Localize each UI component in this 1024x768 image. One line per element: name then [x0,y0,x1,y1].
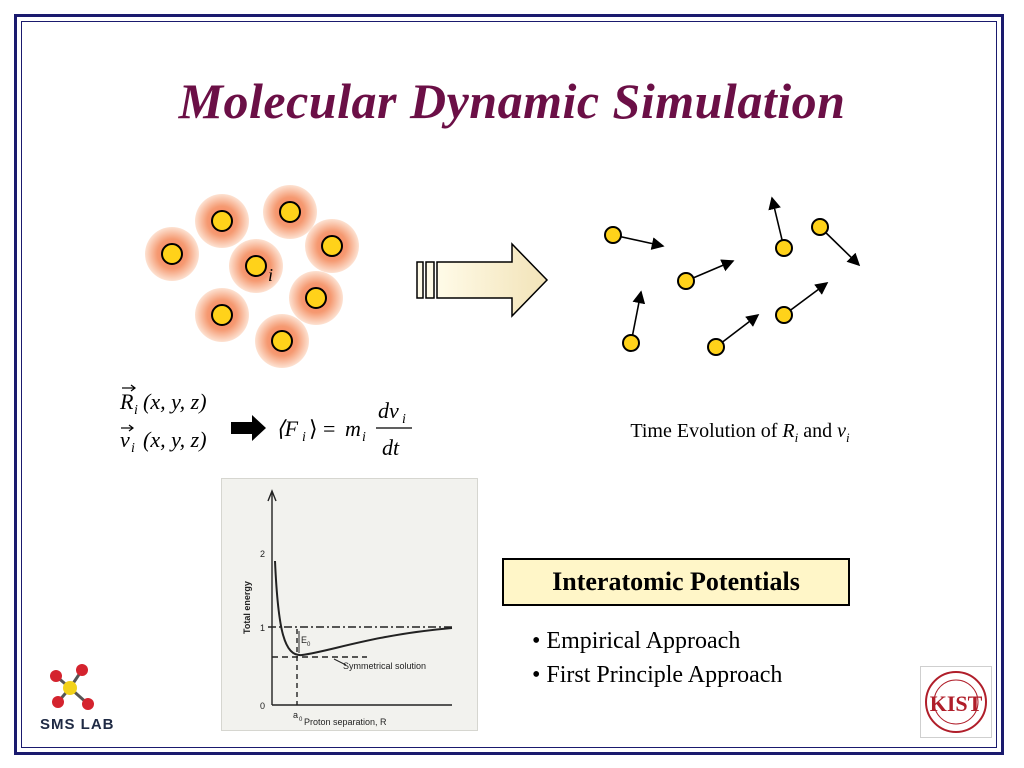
svg-text:0: 0 [307,642,311,648]
atom-7 [255,314,309,368]
atom-5 [195,288,249,342]
eq-force-sub: i [302,430,306,445]
sms-lab-label: SMS LAB [40,716,115,733]
eq-force: ⟨F [276,416,299,441]
svg-text:a: a [293,710,298,720]
atom-3 [145,227,199,281]
atom-6 [289,271,343,325]
eq-force-close: ⟩ [309,416,318,441]
eq-r-sub: i [134,403,138,418]
kist-logo: KIST [920,666,992,738]
svg-text:0: 0 [299,717,303,723]
svg-text:Total energy: Total energy [242,581,252,634]
svg-text:1: 1 [260,623,265,633]
svg-text:Symmetrical solution: Symmetrical solution [343,661,426,671]
kist-seal-icon: KIST [925,671,987,733]
sms-lab-logo-icon [50,664,94,710]
eq-denominator: dt [382,435,400,460]
atom-cluster [145,185,359,368]
time-evolution-caption: Time Evolution of Ri and vi [630,420,850,445]
atom-2 [263,185,317,239]
svg-text:2: 2 [260,549,265,559]
eq-r-symbol: R [119,389,134,414]
bullet-first-principle: • First Principle Approach [532,662,783,688]
moving-atom-cores [604,218,829,356]
svg-text:Proton separation, R: Proton separation, R [304,717,387,727]
potential-energy-graph: 2 1 0 Total energy Proton separation, R … [221,478,478,731]
bullet-empirical: • Empirical Approach [532,628,741,654]
svg-text:KIST: KIST [930,691,983,716]
atom-1 [195,194,249,248]
atom-i [229,239,283,293]
atom-i-label: i [268,265,273,285]
eq-equals: = [323,416,335,441]
svg-text:E: E [301,635,307,645]
interatomic-potentials-box: Interatomic Potentials [502,558,850,606]
eq-r-args: (x, y, z) [143,389,207,414]
slide-frame-inner [21,21,997,748]
svg-text:0: 0 [260,701,265,711]
atom-4 [305,219,359,273]
transition-arrow [416,242,549,318]
equations: R i (x, y, z) v i (x, y, z) ⟨F i ⟩ = m i… [119,384,412,460]
eq-mass-sub: i [362,430,366,445]
implies-arrow [231,415,266,441]
eq-v-symbol: v [120,427,130,452]
eq-v-sub: i [131,441,135,456]
eq-mass: m [345,416,361,441]
slide-frame-outer [14,14,1004,755]
eq-numerator: dv [378,398,399,423]
approach-list: • Empirical Approach • First Principle A… [532,624,782,692]
eq-numerator-sub: i [402,412,406,427]
eq-v-args: (x, y, z) [143,427,207,452]
slide-title: Molecular Dynamic Simulation [178,73,846,129]
